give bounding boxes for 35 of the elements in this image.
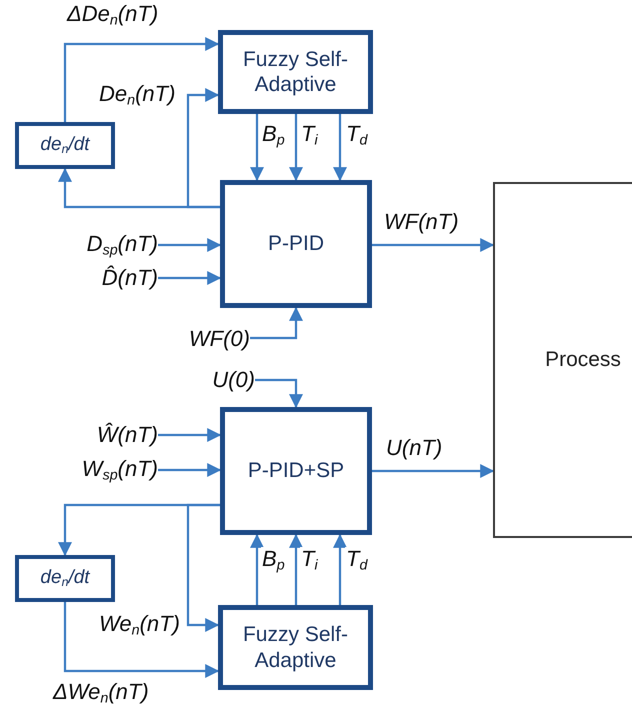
arrow [250, 114, 264, 182]
signal-label: W$_{sp}$(nT) [82, 456, 158, 484]
arrow [250, 306, 303, 340]
arrow [58, 168, 220, 208]
arrow [333, 114, 347, 182]
signal-label: U(0) [212, 367, 255, 393]
arrow [64, 602, 220, 678]
edge-label: U(nT) [385, 436, 444, 460]
derivative-box: de$_{n}$/dt [15, 122, 115, 169]
signal-label: D̂(nT) [102, 265, 158, 291]
arrow [158, 238, 222, 252]
controller-box: P-PID+SP [220, 407, 372, 535]
edge-label: B$_{p}$ [261, 547, 286, 574]
arrow [64, 37, 220, 122]
edge-label: WF(nT) [383, 210, 460, 234]
signal-label: D$_{sp}$(nT) [86, 231, 158, 259]
controller-box: Fuzzy Self-Adaptive [218, 30, 373, 114]
arrow [289, 114, 303, 182]
arrow [186, 504, 220, 632]
arrow [289, 534, 303, 605]
arrow [372, 464, 494, 478]
arrow [158, 463, 222, 477]
controller-box: P-PID [220, 180, 372, 308]
arrow [372, 238, 494, 252]
signal-label: Ŵ(nT) [96, 422, 158, 448]
controller-box: Fuzzy Self-Adaptive [218, 605, 373, 690]
arrow [186, 88, 220, 208]
process-box: Process [493, 182, 632, 538]
arrow [158, 271, 222, 285]
signal-label: WF(0) [188, 326, 250, 352]
arrow [255, 378, 303, 408]
arrow [333, 534, 347, 605]
arrow [158, 428, 222, 442]
arrow [250, 534, 264, 605]
derivative-box: de$_{n}$/dt [15, 555, 115, 602]
